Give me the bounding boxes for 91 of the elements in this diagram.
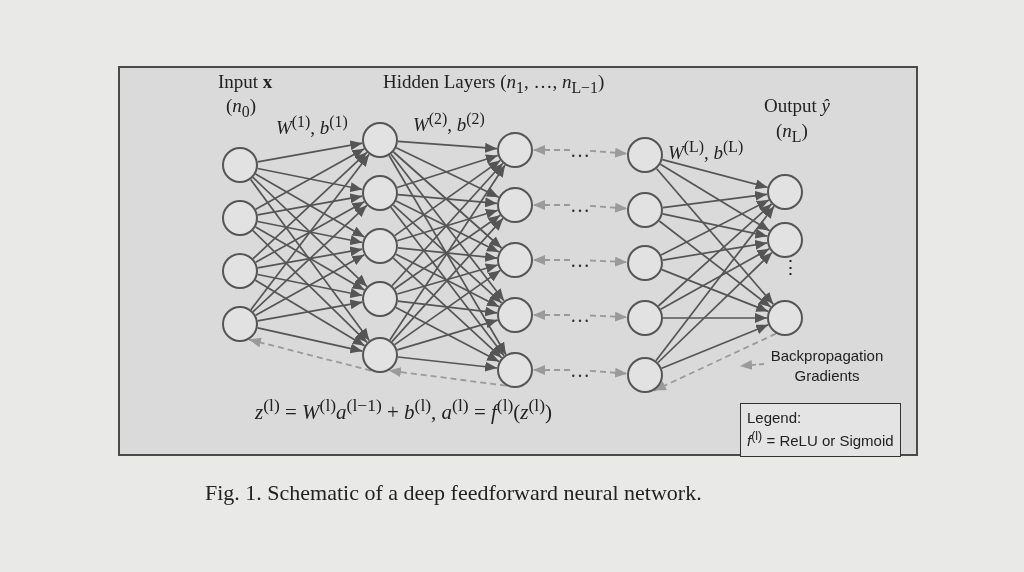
arrow bbox=[256, 220, 364, 246]
arrow bbox=[662, 313, 768, 323]
arrow bbox=[254, 253, 366, 317]
ellipsis-text: … bbox=[570, 140, 590, 160]
arrow bbox=[393, 214, 502, 290]
arrow bbox=[256, 193, 364, 216]
arrow bbox=[655, 205, 775, 362]
dashed-arrow bbox=[532, 365, 571, 375]
dashed-arrow bbox=[589, 147, 628, 158]
legend-text: f$^{(l)}$ = ReLU or Sigmoid bbox=[747, 428, 894, 452]
arrow bbox=[249, 178, 371, 342]
arrow bbox=[396, 208, 499, 242]
layer-size-label: (n$_{0}$) bbox=[226, 96, 257, 121]
arrow bbox=[256, 246, 364, 269]
ellipsis-text: … bbox=[570, 250, 590, 270]
arrow bbox=[662, 190, 768, 209]
weight-label: W$^{(L)}$, b$^{(L)}$ bbox=[668, 138, 744, 165]
arrow bbox=[660, 268, 770, 313]
arrow bbox=[392, 257, 503, 359]
arrow bbox=[661, 158, 769, 190]
arrow bbox=[254, 147, 366, 211]
axis-title: Input x bbox=[218, 72, 273, 93]
dashed-arrow bbox=[653, 332, 777, 392]
weight-label: W$^{(1)}$, b$^{(1)}$ bbox=[276, 113, 348, 140]
arrow bbox=[395, 200, 500, 253]
dashed-arrow bbox=[532, 145, 571, 155]
arrow bbox=[396, 263, 499, 295]
arrow bbox=[392, 151, 503, 249]
figure-caption: Fig. 1. Schematic of a deep feedforward neural network. bbox=[205, 480, 702, 506]
arrow bbox=[397, 300, 498, 317]
arrow bbox=[391, 217, 504, 343]
arrow bbox=[256, 167, 364, 193]
arrow bbox=[661, 212, 769, 239]
arrow bbox=[250, 153, 370, 311]
arrow bbox=[396, 318, 499, 351]
arrow bbox=[660, 199, 770, 256]
layer-size-label: (n$_{L}$) bbox=[776, 121, 808, 146]
arrow bbox=[397, 140, 498, 153]
arrow bbox=[397, 193, 498, 208]
arrow bbox=[254, 279, 366, 347]
arrow bbox=[252, 176, 368, 288]
arrow bbox=[254, 226, 366, 291]
arrow bbox=[393, 269, 502, 346]
arrow bbox=[393, 159, 502, 237]
arrow bbox=[655, 167, 775, 306]
arrow bbox=[395, 306, 500, 363]
arrow bbox=[256, 299, 364, 322]
axis-title: Hidden Layers (n$_{1}$, …, n$_{L−1}$) bbox=[383, 72, 605, 97]
arrow bbox=[256, 140, 364, 163]
dashed-arrow bbox=[589, 311, 628, 322]
arrow bbox=[252, 151, 368, 260]
vertical-ellipsis: ⋮ bbox=[781, 258, 800, 279]
arrow bbox=[661, 239, 769, 261]
axis-title: Output ŷ bbox=[764, 96, 830, 117]
equation-text: z$^{(l)}$ = W$^{(l)}$a$^{(l−1)}$ + b$^{(l)}$, a$^{(l)}$ = f$^{(l)}$(z$^{(l)}$) bbox=[255, 396, 553, 425]
arrow bbox=[254, 173, 366, 238]
arrow bbox=[390, 206, 505, 357]
arrow bbox=[396, 154, 499, 189]
arrow bbox=[254, 200, 366, 264]
dashed-arrow bbox=[532, 310, 571, 320]
arrow bbox=[659, 247, 771, 311]
weight-label: W$^{(2)}$, b$^{(2)}$ bbox=[413, 110, 485, 137]
arrow bbox=[256, 327, 364, 354]
annotation-text: Backpropagation Gradients bbox=[769, 346, 885, 385]
arrow bbox=[391, 162, 504, 287]
dashed-arrow bbox=[388, 367, 507, 387]
dashed-arrow bbox=[589, 256, 628, 267]
arrow bbox=[657, 203, 773, 307]
ellipsis-text: … bbox=[570, 305, 590, 325]
legend-title: Legend: bbox=[747, 408, 803, 428]
arrow bbox=[660, 323, 770, 370]
arrow bbox=[658, 220, 772, 308]
arrow bbox=[397, 247, 498, 262]
ellipsis-text: … bbox=[570, 195, 590, 215]
dashed-arrow bbox=[589, 202, 628, 213]
arrow bbox=[395, 146, 500, 199]
dashed-arrow bbox=[532, 200, 571, 210]
arrow bbox=[657, 251, 773, 364]
dashed-arrow bbox=[589, 367, 628, 378]
arrow bbox=[252, 204, 368, 313]
arrow bbox=[252, 229, 368, 344]
arrow bbox=[397, 356, 498, 372]
dashed-arrow bbox=[248, 337, 372, 372]
ellipsis-text: … bbox=[570, 360, 590, 380]
arrow bbox=[256, 273, 364, 299]
arrow bbox=[659, 163, 771, 232]
arrow bbox=[395, 253, 500, 308]
legend-box bbox=[740, 403, 901, 457]
dashed-arrow bbox=[532, 255, 571, 265]
arrow bbox=[392, 204, 503, 304]
arrow bbox=[390, 153, 505, 302]
